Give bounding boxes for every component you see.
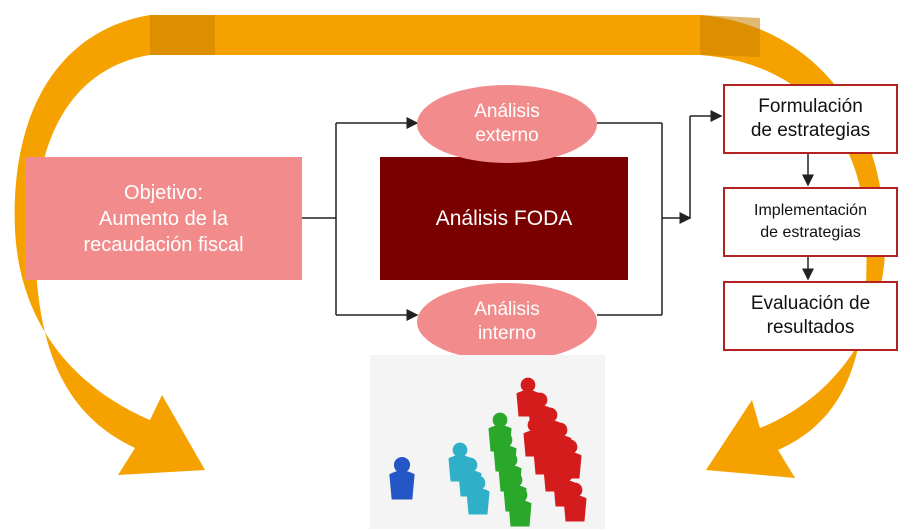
step-2-line-2: de estrategias — [760, 224, 861, 241]
step-3-line-2: resultados — [766, 317, 855, 338]
internal-line-2: interno — [477, 323, 537, 344]
results-evaluation-box: Evaluación de resultados — [723, 281, 898, 351]
person-green-4 — [508, 487, 532, 527]
strategy-implementation-box: Implementación de estrategias — [723, 187, 898, 257]
external-line-2: externo — [475, 125, 539, 146]
connector-lines — [302, 110, 814, 321]
person-blue-0 — [389, 456, 415, 500]
foda-label: Análisis FODA — [435, 206, 573, 230]
strategy-formulation-box: Formulación de estrategias — [723, 84, 898, 154]
external-analysis-ellipse: Análisis externo — [417, 85, 597, 163]
step-1-line-2: de estrategias — [750, 120, 871, 141]
step-2-line-1: Implementación — [754, 202, 867, 219]
internal-line-1: Análisis — [474, 299, 540, 320]
objective-box: Objetivo: Aumento de la recaudación fisc… — [25, 157, 302, 280]
person-cyan-2 — [466, 475, 490, 515]
objective-line-3: recaudación fiscal — [83, 233, 244, 256]
external-line-1: Análisis — [474, 101, 540, 122]
foda-analysis-box: Análisis FODA — [380, 157, 628, 280]
objective-line-2: Aumento de la — [99, 207, 228, 230]
step-3-line-1: Evaluación de — [750, 293, 871, 314]
people-groups-icon — [370, 355, 605, 529]
objective-line-1: Objetivo: — [124, 181, 203, 204]
step-1-line-1: Formulación — [758, 96, 863, 117]
internal-analysis-ellipse: Análisis interno — [417, 283, 597, 361]
person-red-9 — [563, 482, 587, 522]
